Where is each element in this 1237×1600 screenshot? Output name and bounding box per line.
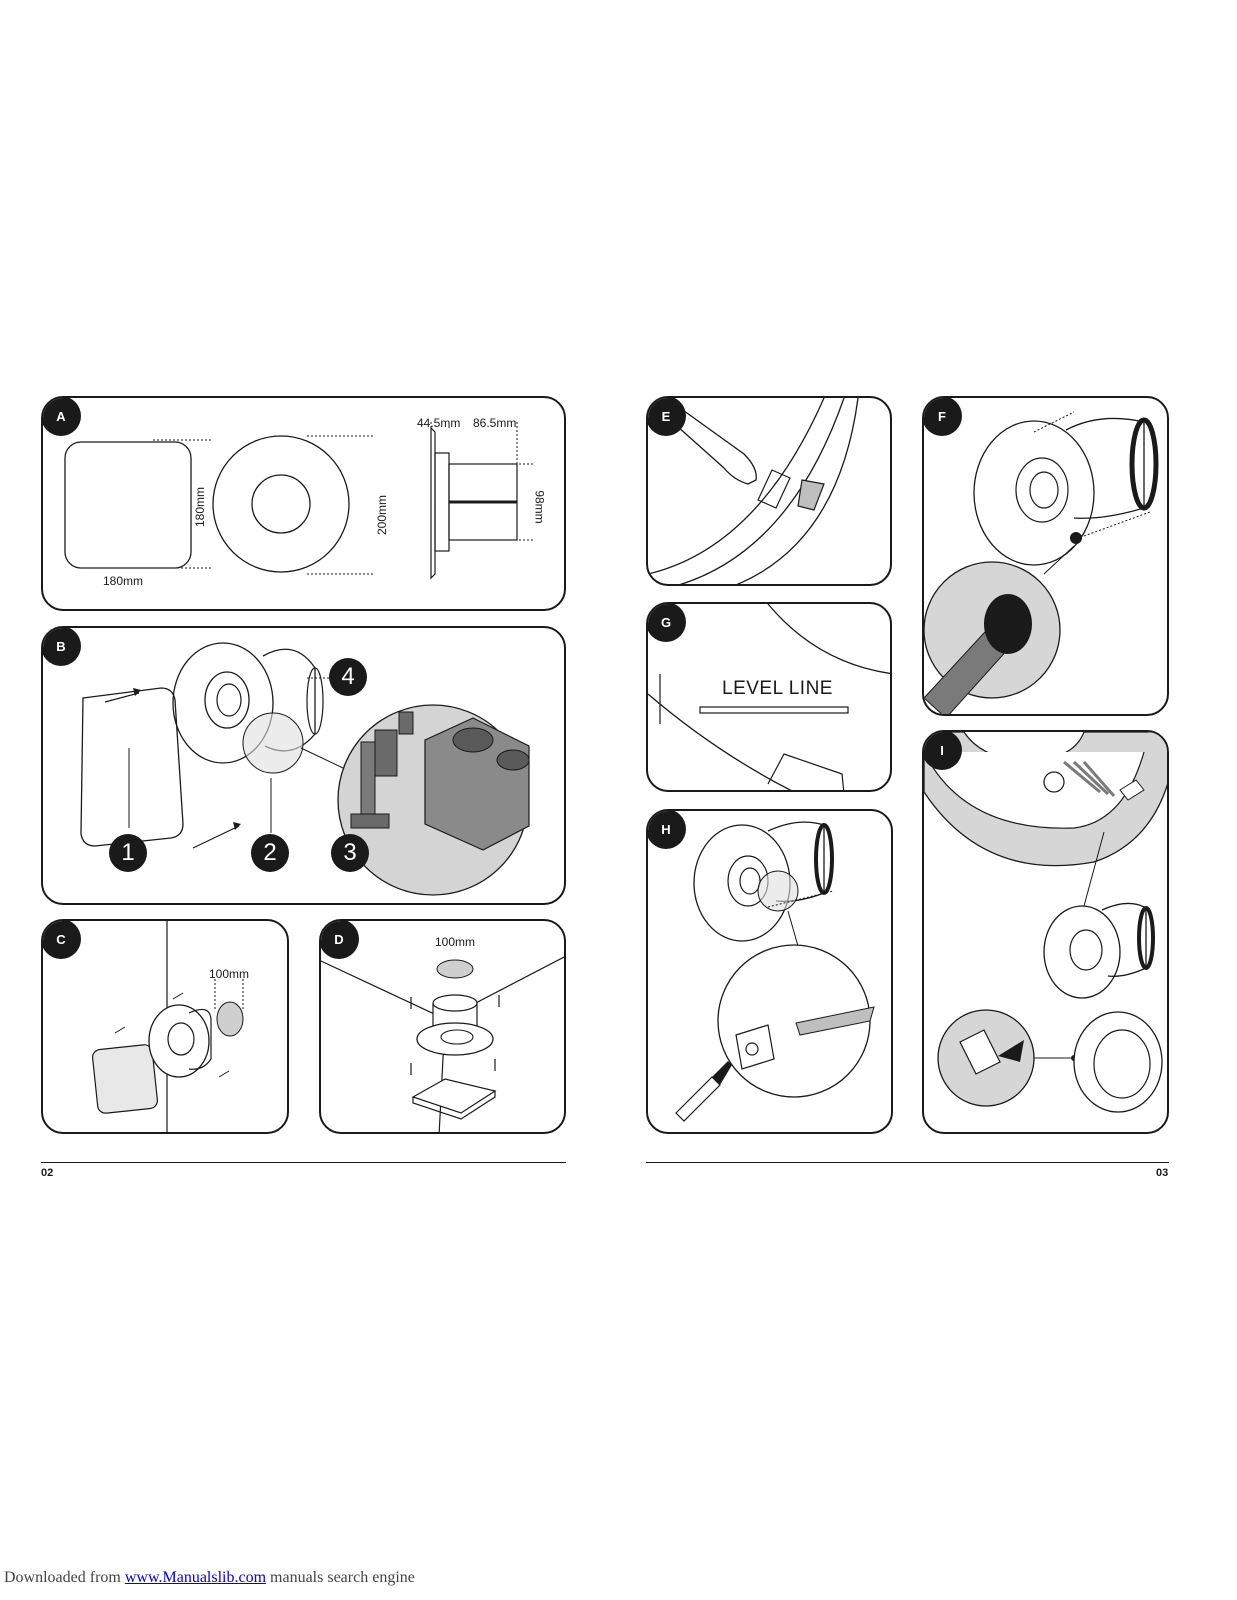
dim-hole-label-d: 100mm xyxy=(435,935,476,949)
panel-g: G LEVEL LINE xyxy=(646,602,892,792)
page-number-left: 02 xyxy=(41,1167,54,1179)
callout-3: 3 xyxy=(331,834,369,872)
panel-c-drawing xyxy=(92,921,244,1132)
panel-h-drawing xyxy=(675,821,875,1122)
page-number-right: 03 xyxy=(1156,1167,1169,1179)
callout-2: 2 xyxy=(251,834,289,872)
callout-4: 4 xyxy=(329,658,367,696)
panel-h: H xyxy=(646,809,893,1134)
panel-a-badge: A xyxy=(43,398,81,436)
panel-i: I xyxy=(922,730,1169,1134)
dim-depth2-label: 86.5mm xyxy=(473,416,517,430)
panel-g-drawing xyxy=(648,604,890,790)
panel-e-drawing xyxy=(648,398,859,584)
panel-b-badge: B xyxy=(43,628,81,666)
dim-diameter-label: 200mm xyxy=(375,494,390,536)
dim-height-label: 180mm xyxy=(193,486,208,528)
panel-f: F xyxy=(922,396,1169,716)
panel-d: D 100mm xyxy=(319,919,566,1134)
panel-d-badge: D xyxy=(321,921,359,959)
panel-b-drawing xyxy=(80,642,530,896)
dim-hole-label-c: 100mm xyxy=(209,967,250,981)
panel-i-drawing xyxy=(924,732,1167,1113)
panel-e: E xyxy=(646,396,892,586)
panel-i-badge: I xyxy=(924,732,962,770)
panel-h-badge: H xyxy=(648,811,686,849)
panel-f-drawing xyxy=(924,411,1159,714)
footer-suffix: manuals search engine xyxy=(266,1569,415,1586)
level-line-label: LEVEL LINE xyxy=(722,678,833,699)
callout-1: 1 xyxy=(109,834,147,872)
dim-depth1-label: 44.5mm xyxy=(417,416,461,430)
panel-a-drawing xyxy=(64,420,533,580)
footer-link[interactable]: www.Manualslib.com xyxy=(124,1569,267,1586)
footer-prefix: Downloaded from xyxy=(4,1569,125,1586)
panel-a: A 180mm 180mm 200mm 44.5mm 86.5mm 98mm xyxy=(41,396,566,611)
right-page-rule xyxy=(646,1162,1169,1163)
panel-b: B 1 2 3 4 xyxy=(41,626,566,905)
panel-c: C 100mm xyxy=(41,919,289,1134)
panel-d-drawing xyxy=(321,956,564,1132)
panel-e-badge: E xyxy=(648,398,686,436)
dim-width-label: 180mm xyxy=(103,574,144,588)
left-page-rule xyxy=(41,1162,566,1163)
dim-duct-label: 98mm xyxy=(532,490,547,524)
footer: Downloaded from www.Manualslib.com manua… xyxy=(4,1569,415,1587)
panel-f-badge: F xyxy=(924,398,962,436)
panel-g-badge: G xyxy=(648,604,686,642)
panel-c-badge: C xyxy=(43,921,81,959)
